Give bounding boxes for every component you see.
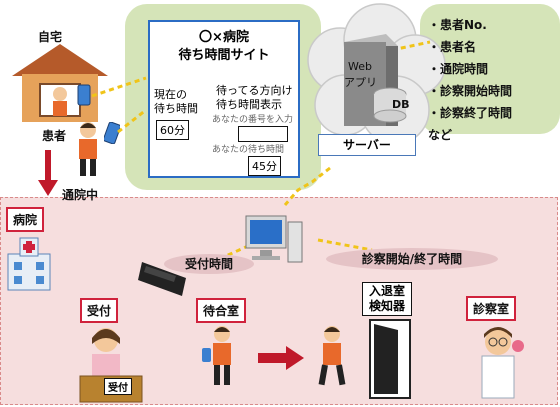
personal-wait-line1: 待ってる方向け bbox=[216, 84, 293, 97]
web-app-line2: アプリ bbox=[344, 76, 377, 89]
data-items-list: ・患者No. ・患者名 ・通院時間 ・診察開始時間 ・診察終了時間 など bbox=[428, 14, 512, 146]
data-item: ・患者名 bbox=[428, 40, 477, 54]
data-item: ・診察開始時間 bbox=[428, 84, 513, 98]
server-icon bbox=[344, 34, 407, 126]
number-input-hint: あなたの番号を入力 bbox=[212, 115, 294, 125]
waiting-patient-figure bbox=[202, 326, 231, 385]
card-reader-icon bbox=[138, 262, 186, 296]
reception-label: 受付 bbox=[80, 298, 119, 323]
hospital-building-icon bbox=[7, 237, 51, 291]
down-arrow-icon bbox=[38, 150, 58, 196]
patient-figure bbox=[79, 122, 97, 176]
smartphone-icon bbox=[77, 84, 91, 106]
waiting-room-label: 待合室 bbox=[196, 298, 247, 323]
walking-patient-figure bbox=[318, 326, 346, 386]
current-wait-line1: 現在の bbox=[154, 88, 187, 101]
entry-exit-detector-label: 入退室 検知器 bbox=[362, 282, 412, 316]
smartphone-icon bbox=[104, 122, 120, 144]
data-item: など bbox=[428, 128, 453, 142]
hospital-label: 病院 bbox=[6, 207, 45, 232]
home-label: 自宅 bbox=[38, 30, 63, 44]
web-app-line1: Web bbox=[348, 60, 372, 73]
exam-time-ribbon: 診察開始/終了時間 bbox=[326, 248, 498, 270]
data-item: ・通院時間 bbox=[428, 62, 489, 76]
detector-line1: 入退室 bbox=[368, 284, 405, 298]
pc-icon bbox=[245, 215, 303, 263]
your-wait-label: あなたの待ち時間 bbox=[212, 145, 285, 155]
doctor-figure bbox=[481, 327, 524, 399]
site-title-line1: 〇×病院 bbox=[199, 30, 249, 45]
data-item: ・診察終了時間 bbox=[428, 106, 513, 120]
current-wait-value: 60分 bbox=[156, 120, 189, 140]
door-icon bbox=[369, 319, 411, 399]
site-title-line2: 待ち時間サイト bbox=[178, 48, 270, 63]
personal-wait-line2: 待ち時間表示 bbox=[216, 98, 282, 111]
patient-label: 患者 bbox=[42, 129, 67, 143]
current-wait-line2: 待ち時間 bbox=[154, 102, 198, 115]
db-label: DB bbox=[392, 98, 410, 111]
data-item: ・患者No. bbox=[428, 18, 487, 32]
server-label: サーバー bbox=[318, 134, 416, 156]
reception-time-ribbon: 受付時間 bbox=[164, 254, 254, 274]
wait-time-site-panel: 〇×病院 待ち時間サイト 現在の 待ち時間 60分 待ってる方向け 待ち時間表示… bbox=[148, 20, 300, 178]
exam-room-label: 診察室 bbox=[466, 296, 517, 321]
detector-line2: 検知器 bbox=[368, 299, 405, 313]
right-arrow-icon bbox=[258, 346, 304, 370]
reception-desk-label: 受付 bbox=[104, 378, 132, 395]
your-wait-value: 45分 bbox=[248, 156, 281, 176]
commuting-label: 通院中 bbox=[62, 188, 99, 202]
patient-number-field[interactable] bbox=[238, 126, 288, 142]
